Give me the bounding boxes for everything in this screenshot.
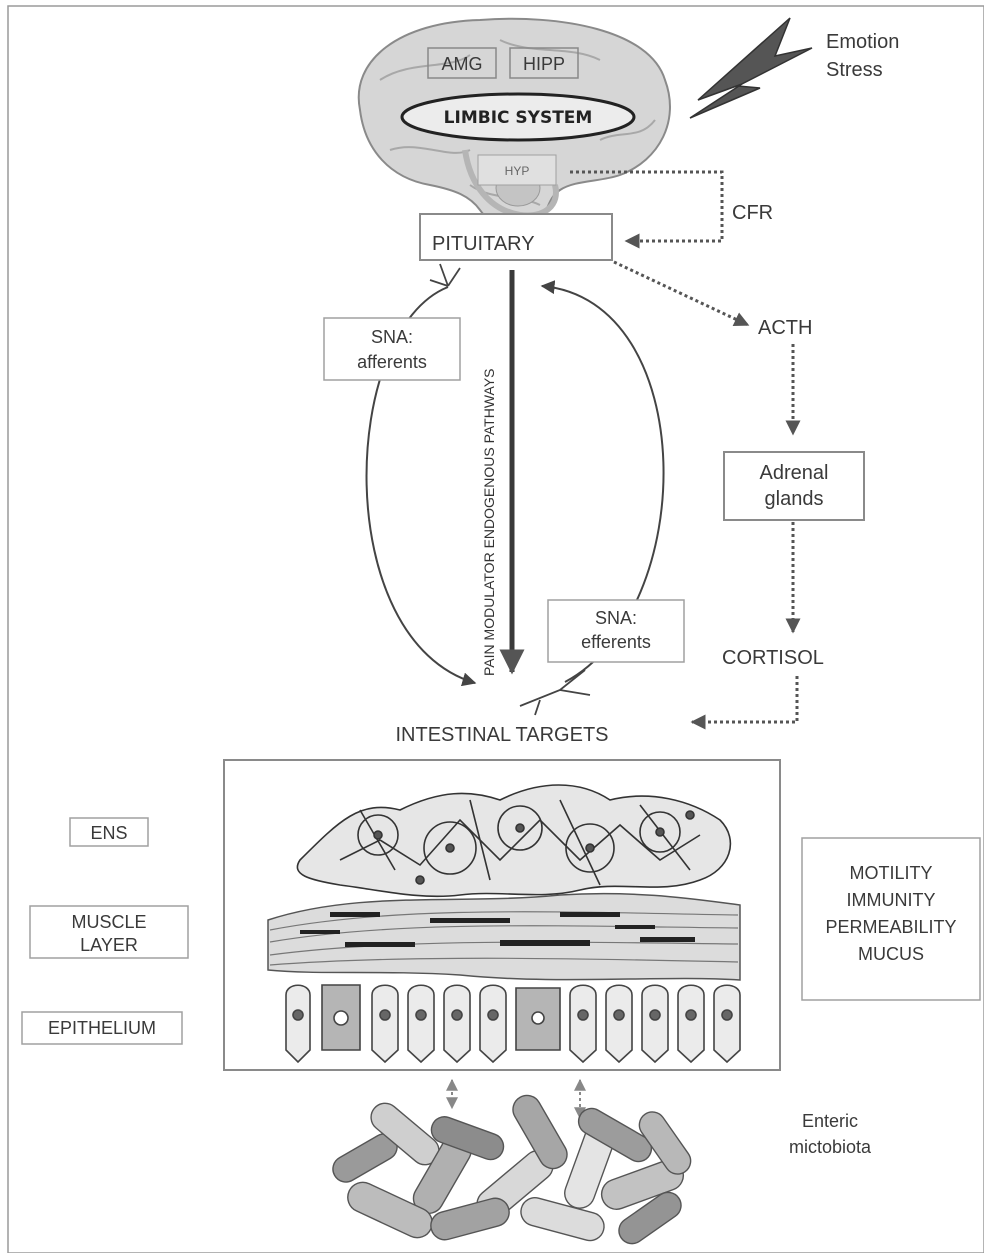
svg-text:HYP: HYP bbox=[505, 164, 530, 178]
svg-text:glands: glands bbox=[765, 488, 824, 510]
muscle-layer-illustration bbox=[268, 894, 740, 980]
epithelium-label: EPITHELIUM bbox=[22, 1012, 182, 1044]
emotion-label: Emotion bbox=[826, 31, 899, 53]
lightning-icon bbox=[690, 18, 812, 118]
cfr-label: CFR bbox=[732, 202, 773, 224]
svg-text:SNA:: SNA: bbox=[371, 327, 413, 347]
hyp-label: HYP bbox=[478, 155, 556, 185]
adrenal-glands-box: Adrenal glands bbox=[724, 452, 864, 520]
svg-text:MUSCLE: MUSCLE bbox=[71, 912, 146, 932]
svg-text:ENS: ENS bbox=[90, 823, 127, 843]
pituitary-to-acth-arrow bbox=[614, 262, 748, 325]
function-mucus: MUCUS bbox=[858, 944, 924, 964]
svg-text:efferents: efferents bbox=[581, 632, 651, 652]
ens-label: ENS bbox=[70, 818, 148, 846]
microbiota-label-line1: Enteric bbox=[802, 1111, 858, 1131]
function-motility: MOTILITY bbox=[849, 863, 932, 883]
nerve-ending-bottom bbox=[520, 670, 590, 715]
svg-text:afferents: afferents bbox=[357, 352, 427, 372]
pain-pathway-label: PAIN MODULATOR ENDOGENOUS PATHWAYS bbox=[481, 368, 497, 676]
svg-text:SNA:: SNA: bbox=[595, 608, 637, 628]
acth-label: ACTH bbox=[758, 317, 812, 339]
cortisol-to-targets-arrow bbox=[692, 676, 797, 722]
svg-text:AMG: AMG bbox=[441, 54, 482, 74]
stress-label: Stress bbox=[826, 59, 883, 81]
nerve-ending-top bbox=[430, 264, 460, 286]
svg-text:LIMBIC SYSTEM: LIMBIC SYSTEM bbox=[444, 108, 593, 128]
microbiota-label-line2: mictobiota bbox=[789, 1137, 872, 1157]
cortisol-label: CORTISOL bbox=[722, 647, 824, 669]
sna-afferents-box: SNA: afferents bbox=[324, 318, 460, 380]
muscle-layer-label: MUSCLE LAYER bbox=[30, 906, 188, 958]
svg-text:PITUITARY: PITUITARY bbox=[432, 233, 535, 255]
limbic-system-label: LIMBIC SYSTEM bbox=[402, 94, 634, 140]
function-immunity: IMMUNITY bbox=[847, 890, 936, 910]
functions-box: MOTILITY IMMUNITY PERMEABILITY MUCUS bbox=[802, 838, 980, 1000]
svg-text:HIPP: HIPP bbox=[523, 54, 565, 74]
pituitary-box: PITUITARY bbox=[420, 214, 612, 260]
microbiota-illustration bbox=[328, 1090, 696, 1248]
function-permeability: PERMEABILITY bbox=[825, 917, 956, 937]
svg-text:LAYER: LAYER bbox=[80, 935, 138, 955]
intestinal-targets-label: INTESTINAL TARGETS bbox=[396, 724, 609, 746]
sna-efferents-box: SNA: efferents bbox=[548, 600, 684, 662]
svg-text:Adrenal: Adrenal bbox=[760, 462, 829, 484]
svg-text:EPITHELIUM: EPITHELIUM bbox=[48, 1018, 156, 1038]
